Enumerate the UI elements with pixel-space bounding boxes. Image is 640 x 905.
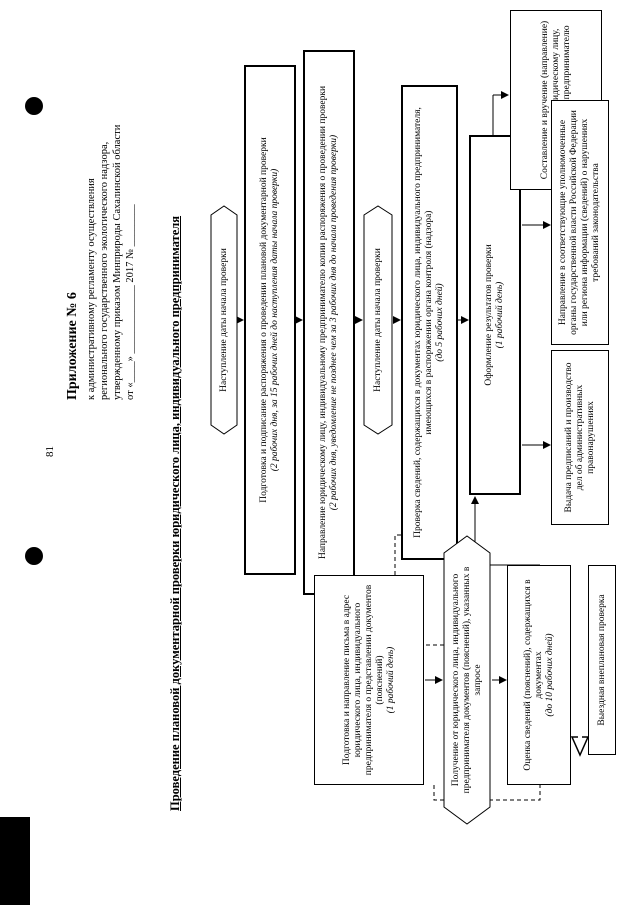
send-order-text: Направление юридическому лицу, индивидуа…	[318, 85, 328, 560]
evaluate-text: Оценка сведений (пояснений), содержащихс…	[522, 579, 544, 771]
results-note: (1 рабочий день)	[495, 281, 505, 349]
prepare-order-text: Подготовка и подписание распоряжения о п…	[259, 137, 269, 503]
evaluate-note: (до 10 рабочих дней)	[544, 633, 555, 717]
check-documents-box: Проверка сведений, содержащихся в докуме…	[401, 85, 458, 560]
start-date-label-1: Наступление даты начала проверки	[218, 248, 229, 392]
check-documents-note: (до 5 рабочих дней)	[435, 283, 445, 362]
receive-docs-text: Получение от юридического лица, индивиду…	[450, 566, 483, 794]
check-documents-text: Проверка сведений, содержащихся в докуме…	[413, 107, 434, 538]
evaluate-box: Оценка сведений (пояснений), содержащихс…	[507, 565, 571, 785]
dashed-loop-letter-evaluate	[433, 785, 541, 801]
letter-box: Подготовка и направление письма в адрес …	[314, 575, 424, 785]
inform-authorities-box: Направление в соответствующие уполномоче…	[551, 100, 609, 345]
send-order-note: (2 рабочих дня, уведомление не позднее ч…	[329, 134, 339, 511]
start-date-shape-2: Наступление даты начала проверки	[363, 205, 393, 435]
prepare-order-note: (2 рабочих дня, за 15 рабочих дней до на…	[270, 168, 280, 472]
letter-text: Подготовка и направление письма в адрес …	[341, 584, 385, 776]
prepare-order-box: Подготовка и подписание распоряжения о п…	[244, 65, 296, 575]
orders-text: Выдача предписаний и производство дел об…	[563, 362, 596, 513]
send-order-box: Направление юридическому лицу, индивидуа…	[303, 50, 355, 595]
results-text: Оформление результатов проверки	[484, 244, 494, 386]
start-date-shape-1: Наступление даты начала проверки	[210, 205, 238, 435]
inform-authorities-text: Направление в соответствующие уполномоче…	[558, 110, 601, 335]
field-check-box: Выездная внеплановая проверка	[588, 565, 616, 755]
receive-docs-shape: Получение от юридического лица, индивиду…	[443, 535, 491, 825]
hollow-arrow-field-check	[570, 736, 590, 757]
letter-note: (1 рабочий день)	[385, 646, 396, 714]
field-check-text: Выездная внеплановая проверка	[596, 594, 607, 726]
orders-box: Выдача предписаний и производство дел об…	[551, 350, 609, 525]
start-date-label-2: Наступление даты начала проверки	[372, 248, 383, 392]
